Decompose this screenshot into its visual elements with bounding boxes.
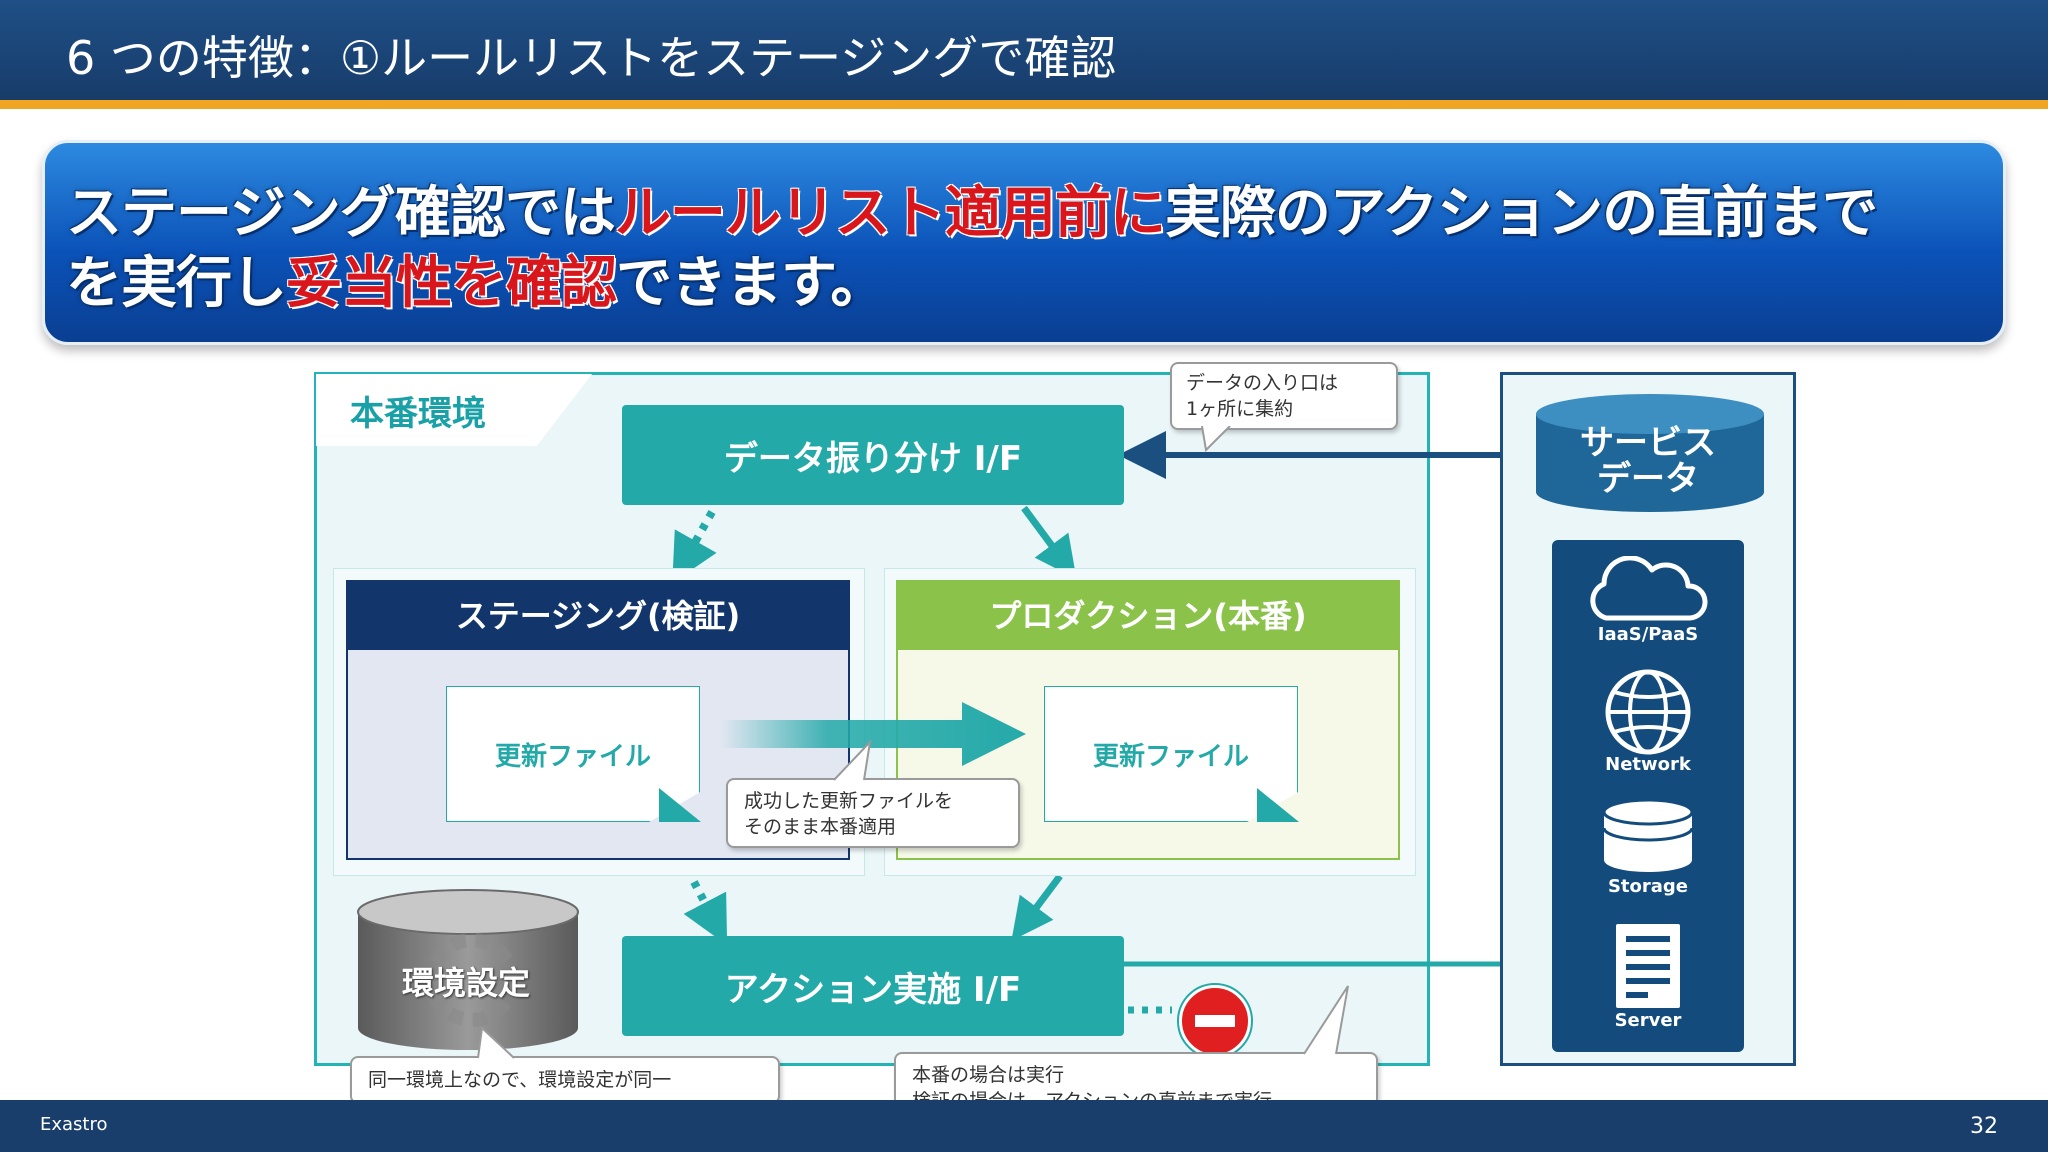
service-data-line: データ (1597, 459, 1699, 499)
update-file-production: 更新ファイル (1044, 686, 1298, 822)
server-icon (1616, 924, 1680, 1008)
service-label-storage: Storage (1607, 876, 1689, 897)
page-number: 32 (1970, 1114, 1998, 1139)
arrow-production-to-action (1011, 873, 1063, 941)
action-execution-if: アクション実施 I/F (622, 936, 1124, 1036)
update-file-staging: 更新ファイル (446, 686, 700, 822)
callout-line: 成功した更新ファイルを (744, 790, 954, 812)
banner-highlight: ルールリスト適用前に (614, 181, 1166, 246)
service-label-server: Server (1614, 1010, 1682, 1031)
title-accent-line (0, 100, 2048, 109)
banner-text: を実行し (66, 251, 287, 316)
environment-settings-label: 環境設定 (401, 964, 530, 1002)
callout-tail (833, 740, 872, 781)
callout-entry-point: データの入り口は 1ヶ所に集約 (1170, 362, 1398, 430)
arrow-dist-to-production (1021, 505, 1077, 579)
database-icon (1602, 798, 1694, 872)
service-label-network: Network (1605, 754, 1691, 775)
service-data-line: サービス (1580, 423, 1716, 463)
callout-line: データの入り口は (1186, 372, 1339, 394)
production-environment-label: 本番環境 (350, 394, 486, 434)
arrow-staging-to-action (683, 880, 728, 946)
data-distribution-if: データ振り分け I/F (622, 405, 1124, 505)
banner-text: 実際のアクションの直前まで (1164, 181, 1878, 246)
callout-line: 1ヶ所に集約 (1186, 398, 1294, 420)
banner-text: ステージング確認では (66, 181, 616, 246)
production-header: プロダクション(本番) (896, 580, 1400, 648)
service-data-database-icon (1536, 394, 1764, 512)
callout-tail (1303, 985, 1349, 1055)
database-icon (357, 889, 579, 1050)
callout-tail (477, 1026, 515, 1059)
callout-promote: 成功した更新ファイルを そのまま本番適用 (726, 778, 1020, 848)
callout-line: そのまま本番適用 (744, 816, 897, 838)
file-fold-staging (659, 788, 701, 822)
banner-line-2: を実行し妥当性を確認できます。 (66, 238, 886, 319)
callout-line: 同一環境上なので、環境設定が同一 (368, 1069, 672, 1091)
stop-icon (1177, 983, 1253, 1059)
footer-bar (0, 1100, 2048, 1152)
slide-title: 6 つの特徴：①ルールリストをステージングで確認 (66, 31, 1117, 85)
banner-text: できます。 (616, 251, 886, 316)
callout-environment: 同一環境上なので、環境設定が同一 (350, 1056, 780, 1104)
key-message-banner (42, 140, 2006, 345)
promote-arrow (720, 702, 1026, 766)
service-label-iaas: IaaS/PaaS (1597, 624, 1699, 645)
banner-highlight: 妥当性を確認 (286, 251, 617, 316)
banner-line-1: ステージング確認ではルールリスト適用前に実際のアクションの直前まで (66, 168, 1878, 249)
title-bar (0, 0, 2048, 100)
footer-brand: Exastro (40, 1114, 108, 1135)
callout-line: 本番の場合は実行 (912, 1064, 1065, 1086)
cloud-icon (1590, 556, 1708, 621)
staging-header: ステージング(検証) (346, 580, 850, 648)
callout-tail (1201, 426, 1231, 452)
service-data-label: サービス データ (1534, 425, 1762, 497)
production-environment-tab (316, 374, 592, 446)
globe-icon (1605, 669, 1691, 755)
file-fold-production (1257, 788, 1299, 822)
arrow-dist-to-staging (672, 510, 717, 583)
